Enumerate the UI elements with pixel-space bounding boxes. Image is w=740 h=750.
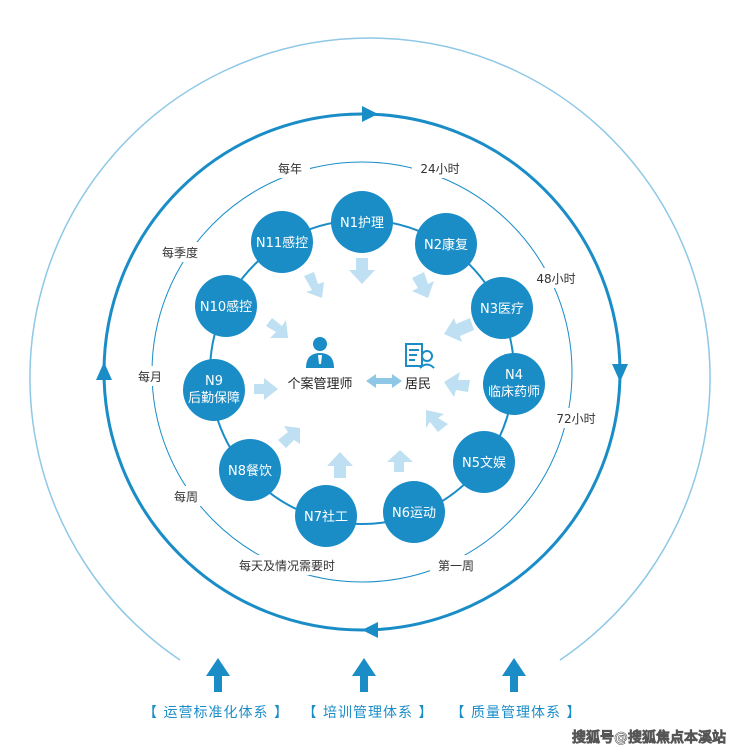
bottom-arrows [206,658,526,692]
node-n10: N10感控 [195,275,257,337]
node-n4-label2: 临床药师 [488,385,540,400]
inward-arrow-n8 [278,426,300,448]
node-n8: N8餐饮 [219,439,281,501]
node-n11: N11感控 [251,211,313,273]
inward-arrow-n10 [266,318,288,338]
case-manager: 个案管理师 [287,337,353,392]
inward-arrow-n1 [349,258,375,284]
watermark-text: 搜狐号@搜狐焦点本溪站 [572,729,726,746]
up-arrow-right [502,658,526,692]
node-n2-label: N2康复 [424,237,468,253]
label-72h: 72小时 [556,412,595,426]
label-24h: 24小时 [420,162,459,176]
inward-arrow-n4 [444,372,470,397]
node-n4: N4 临床药师 [483,353,545,415]
inward-arrow-n11 [304,272,324,298]
node-n10-label: N10感控 [200,299,252,315]
inward-arrows [254,258,474,478]
resident-label: 居民 [405,377,431,392]
node-n5: N5文娱 [453,431,515,493]
label-first-week: 第一周 [438,559,474,573]
nodes: N1护理 N2康复 N3医疗 N4 临床药师 N5文娱 N6运动 N7社工 [183,191,545,547]
node-n6: N6运动 [383,481,445,543]
inward-arrow-n7 [327,452,353,478]
label-weekly: 每周 [174,489,198,504]
case-manager-label: 个案管理师 [287,377,352,392]
cycle-arrow-bottom [362,622,378,638]
label-yearly: 每年 [278,161,302,176]
node-n2: N2康复 [415,213,477,275]
node-n5-label: N5文娱 [462,456,506,471]
node-n9: N9 后勤保障 [183,359,245,421]
cycle-arrow-left [96,362,112,380]
inward-arrow-n3 [444,318,474,342]
node-n11-label: N11感控 [256,235,308,251]
bottom-label-quality: 【 质量管理体系 】 [451,705,582,721]
label-daily: 每天及情况需要时 [239,558,335,573]
cycle-arrow-right [612,364,628,382]
cycle-arrow-top [362,106,378,122]
up-arrow-left [206,658,230,692]
label-48h: 48小时 [536,272,575,286]
node-n9-label: N9 [205,374,223,389]
double-arrow [366,374,402,388]
node-n3-label: N3医疗 [480,302,524,317]
bottom-label-operations: 【 运营标准化体系 】 [143,705,289,721]
node-n1: N1护理 [331,191,393,253]
inward-arrow-n6 [387,450,413,472]
node-n6-label: N6运动 [392,506,436,521]
resident-profile-icon [405,343,435,369]
person-icon [306,337,334,368]
label-quarterly: 每季度 [162,245,198,260]
inward-arrow-n2 [412,272,434,298]
node-n1-label: N1护理 [340,216,384,231]
inward-arrow-n5 [426,410,448,432]
up-arrow-middle [352,658,376,692]
resident: 居民 [405,343,435,392]
node-n8-label: N8餐饮 [228,463,272,479]
node-n7-label: N7社工 [304,509,348,525]
bottom-label-training: 【 培训管理体系 】 [303,705,434,721]
inward-arrow-n9 [254,378,278,400]
outer-arc [29,37,711,661]
node-n7: N7社工 [295,485,357,547]
ring-labels: 每年 24小时 48小时 72小时 每季度 每月 每周 每天及情况需要时 第一周 [130,158,604,575]
node-n4-label: N4 [505,368,523,383]
node-n9-label2: 后勤保障 [188,391,240,406]
node-n3: N3医疗 [471,277,533,339]
label-monthly: 每月 [138,369,162,384]
